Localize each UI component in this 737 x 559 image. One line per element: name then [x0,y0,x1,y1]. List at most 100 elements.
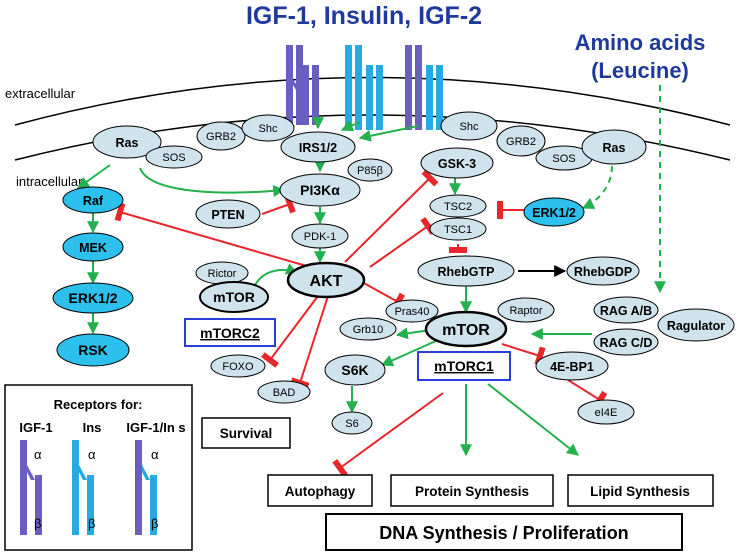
receptor-hybrid [405,45,443,130]
node-s6k: S6K [324,354,386,386]
ligand-amino-acids: Amino acids [575,30,706,55]
svg-text:AKT: AKT [310,273,343,290]
node-grb2-right: GRB2 [496,125,546,157]
outcome-protein-synthesis: Protein Synthesis [390,474,554,507]
node-p85: P85β [347,158,393,182]
svg-text:mTORC2: mTORC2 [200,325,260,341]
svg-text:Raf: Raf [83,194,104,208]
svg-text:Lipid Synthesis: Lipid Synthesis [590,484,690,499]
node-irs: IRS1/2 [280,131,356,163]
node-eif4e: eI4E [577,399,635,425]
node-pten: PTEN [195,199,261,229]
node-pras40: Pras40 [385,299,439,323]
svg-text:eI4E: eI4E [595,407,618,419]
legend-receptor-insulin [72,440,94,535]
node-rheb-gtp: RhebGTP [417,255,515,287]
svg-text:β: β [34,516,41,531]
node-ras-right: Ras [581,129,647,165]
legend-label-hybrid: IGF-1/In s [126,420,185,435]
node-raf: Raf [62,186,124,214]
node-rag-ab: RAG A/B [593,296,659,324]
node-gsk3: GSK-3 [420,147,494,179]
outcome-autophagy: Autophagy [267,474,373,507]
svg-text:ERK1/2: ERK1/2 [532,206,576,220]
node-shc-right: Shc [440,111,498,141]
svg-text:α: α [151,447,159,462]
svg-text:Raptor: Raptor [509,305,542,317]
node-rheb-gdp: RhebGDP [566,256,640,286]
svg-text:Ras: Ras [116,136,139,150]
node-grb10: Grb10 [339,317,397,341]
svg-text:mTOR: mTOR [213,289,255,305]
legend-label-igf1: IGF-1 [19,420,52,435]
complex-mtorc1: mTORC1 [417,351,511,381]
receptor-igf1 [286,45,319,125]
svg-text:S6K: S6K [341,362,368,378]
node-erk-left: ERK1/2 [52,282,134,314]
svg-text:α: α [34,447,42,462]
node-bad: BAD [257,380,311,404]
receptor-legend: Receptors for: IGF-1 Ins IGF-1/In s α β … [4,384,193,551]
legend-receptor-igf1 [20,440,42,535]
node-grb2-left: GRB2 [196,121,246,151]
svg-text:PTEN: PTEN [211,208,244,222]
svg-text:P85β: P85β [357,165,383,177]
legend-label-insulin: Ins [83,420,102,435]
svg-text:ERK1/2: ERK1/2 [68,290,117,306]
svg-text:RhebGTP: RhebGTP [438,265,495,279]
svg-text:Grb10: Grb10 [353,324,384,336]
svg-text:GSK-3: GSK-3 [438,157,476,171]
svg-text:Shc: Shc [259,123,278,135]
ras-erk-arrow [581,165,613,209]
svg-text:S6: S6 [345,418,358,430]
node-akt: AKT [286,261,366,299]
svg-text:mTORC1: mTORC1 [434,358,494,374]
svg-text:mTOR: mTOR [442,322,490,339]
svg-text:RAG C/D: RAG C/D [600,336,653,350]
svg-text:IRS1/2: IRS1/2 [299,141,337,155]
svg-text:β: β [151,516,158,531]
svg-text:RAG A/B: RAG A/B [600,304,652,318]
svg-text:Receptors for:: Receptors for: [54,397,143,412]
svg-text:α: α [88,447,96,462]
svg-text:Autophagy: Autophagy [285,484,356,499]
svg-text:GRB2: GRB2 [206,131,236,143]
node-rag-cd: RAG C/D [593,328,659,356]
svg-text:Rictor: Rictor [208,268,237,280]
svg-text:Ragulator: Ragulator [667,319,725,333]
svg-text:SOS: SOS [162,152,185,164]
svg-text:PI3Kα: PI3Kα [300,182,340,198]
svg-text:Shc: Shc [460,121,479,133]
legend-receptor-hybrid [135,440,157,535]
node-foxo: FOXO [210,354,266,378]
ligand-growth-factors: IGF-1, Insulin, IGF-2 [246,2,482,30]
node-mek: MEK [62,232,124,262]
svg-text:FOXO: FOXO [222,361,254,373]
complex-mtorc2: mTORC2 [184,318,276,347]
inhibition-lines [114,169,608,478]
node-rictor: Rictor [195,261,249,285]
svg-text:MEK: MEK [79,241,107,255]
node-pi3k: PI3Kα [279,173,361,207]
svg-text:PDK-1: PDK-1 [304,231,336,243]
region-intracellular: intracellular [16,174,83,189]
outcome-dna-synthesis: DNA Synthesis / Proliferation [325,513,683,551]
node-ragulator: Ragulator [657,308,735,342]
svg-text:TSC2: TSC2 [444,201,472,213]
node-shc-left: Shc [241,114,295,142]
svg-text:4E-BP1: 4E-BP1 [550,360,594,374]
node-mtor-c2: mTOR [199,281,269,313]
svg-text:TSC1: TSC1 [444,224,472,236]
svg-text:Pras40: Pras40 [395,306,430,318]
node-erk-right: ERK1/2 [523,197,585,227]
node-pdk1: PDK-1 [291,223,349,249]
svg-text:β: β [88,516,95,531]
node-mtor-c1: mTOR [424,310,508,348]
outcome-survival: Survival [201,417,291,449]
svg-text:DNA Synthesis / Proliferation: DNA Synthesis / Proliferation [379,523,628,543]
node-tsc2: TSC2 [429,194,487,218]
outcome-lipid-synthesis: Lipid Synthesis [567,474,714,507]
svg-text:Ras: Ras [603,141,626,155]
